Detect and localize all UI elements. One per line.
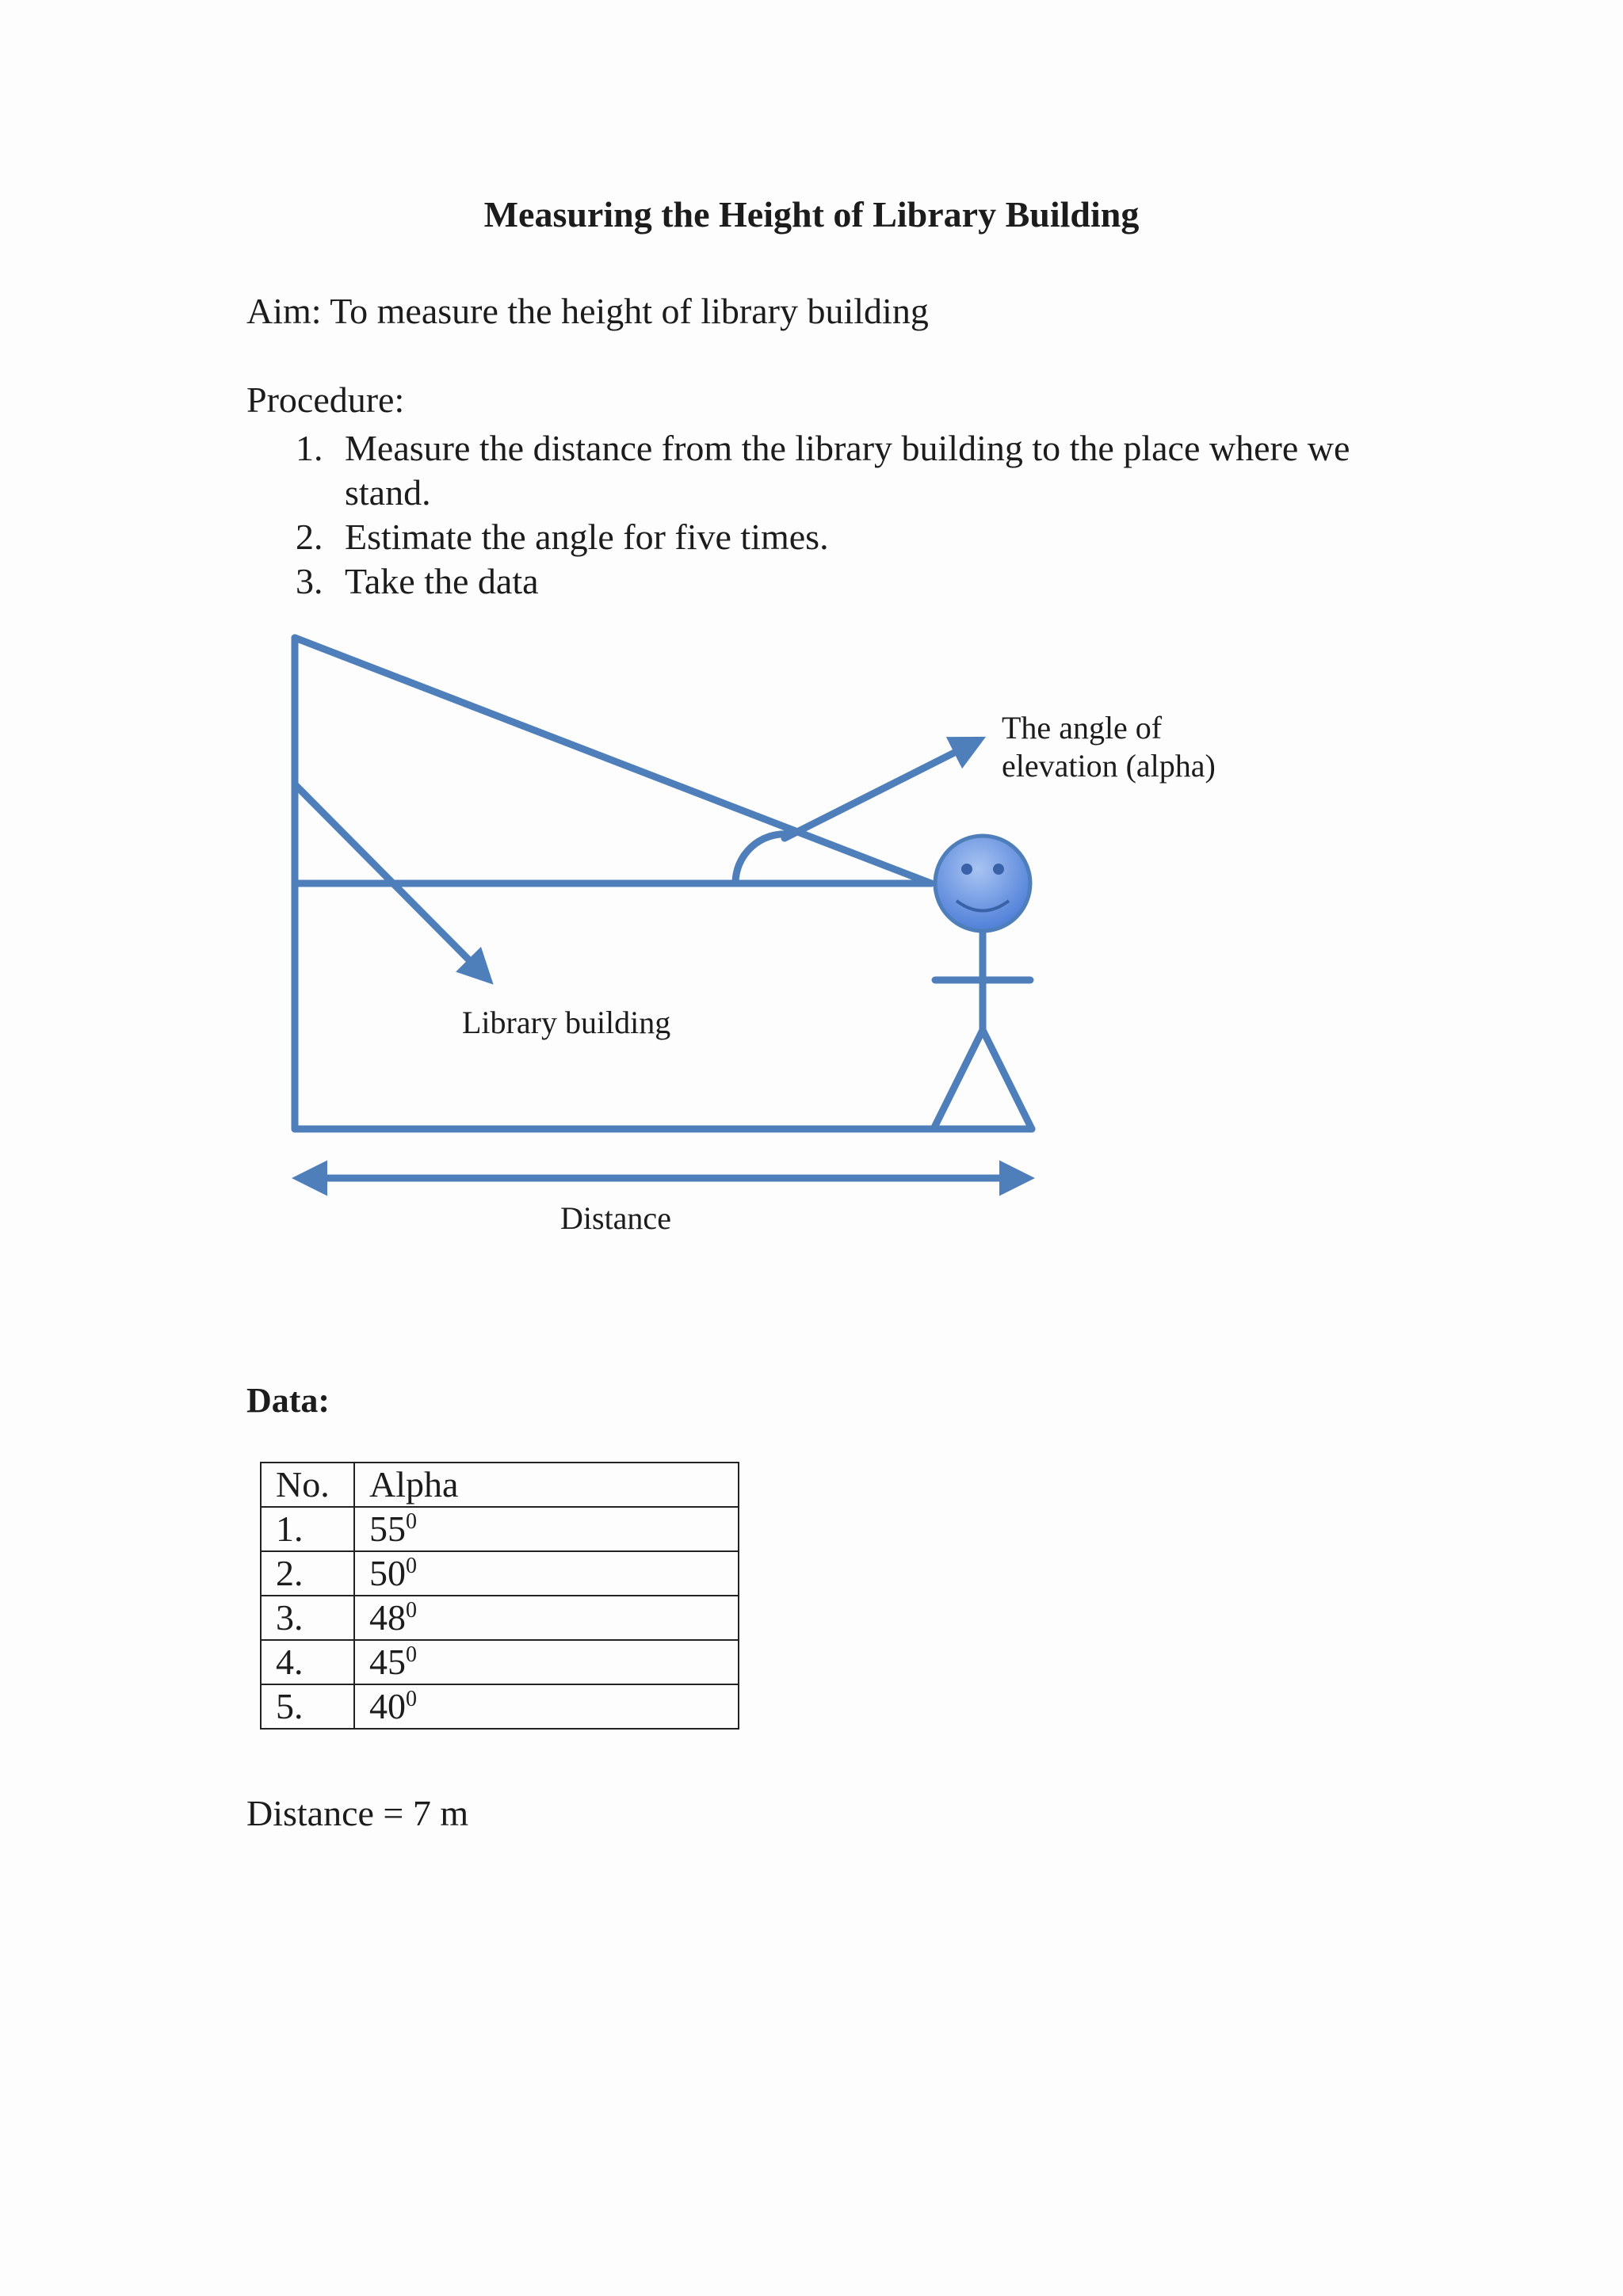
building-pointer-arrow [291,780,494,985]
degree-mark: 0 [406,1554,417,1578]
degree-mark: 0 [406,1509,417,1534]
step-number: 2. [296,517,323,557]
data-table: No. Alpha 1. 550 2. 500 3. 480 4. 450 5.… [260,1462,739,1730]
cell-no: 5. [260,1684,355,1730]
distance-label: Distance [560,1200,671,1236]
step-number: 3. [296,561,323,601]
person-head-icon [933,833,1033,933]
cell-no: 2. [260,1550,355,1596]
column-header-no: No. [260,1462,355,1508]
cell-alpha: 500 [353,1550,739,1596]
step-text: Estimate the angle for five times. [345,517,829,557]
aim-text: Aim: To measure the height of library bu… [246,291,929,331]
step-number: 1. [296,428,323,468]
step-text: Take the data [345,561,539,601]
procedure-step: 1. Measure the distance from the library… [296,426,1405,515]
cell-alpha: 400 [353,1684,739,1730]
degree-mark: 0 [406,1687,417,1711]
angle-label-line1: The angle of [1002,710,1163,746]
sight-line [291,634,935,887]
figure-legs [930,1021,1036,1133]
elevation-diagram [291,634,1036,1196]
table-header-row: No. Alpha [260,1462,739,1508]
table-row: 3. 480 [260,1595,739,1641]
procedure-steps: 1. Measure the distance from the library… [296,426,1405,604]
angle-arc [731,830,792,887]
procedure-step: 3. Take the data [296,559,1405,604]
page-title: Measuring the Height of Library Building [483,194,1140,235]
distance-text: Distance = 7 m [246,1793,469,1833]
angle-pointer-arrow [781,736,987,842]
cell-alpha: 480 [353,1595,739,1641]
cell-alpha: 450 [353,1639,739,1685]
cell-no: 4. [260,1639,355,1685]
alpha-value: 55 [369,1508,406,1549]
degree-mark: 0 [406,1598,417,1623]
alpha-value: 40 [369,1686,406,1726]
table-row: 4. 450 [260,1639,739,1685]
cell-no: 1. [260,1506,355,1552]
building-label: Library building [462,1005,671,1040]
table-row: 1. 550 [260,1506,739,1552]
procedure-step: 2. Estimate the angle for five times. [296,515,1405,559]
cell-alpha: 550 [353,1506,739,1552]
table-row: 2. 500 [260,1550,739,1596]
data-heading: Data: [246,1381,330,1420]
alpha-value: 50 [369,1553,406,1593]
alpha-value: 45 [369,1642,406,1682]
alpha-value: 48 [369,1597,406,1638]
degree-mark: 0 [406,1642,417,1667]
cell-no: 3. [260,1595,355,1641]
angle-label-line2: elevation (alpha) [1002,748,1216,784]
table-row: 5. 400 [260,1684,739,1730]
step-text: Measure the distance from the library bu… [345,428,1350,513]
procedure-heading: Procedure: [246,379,405,420]
column-header-alpha: Alpha [353,1462,739,1508]
